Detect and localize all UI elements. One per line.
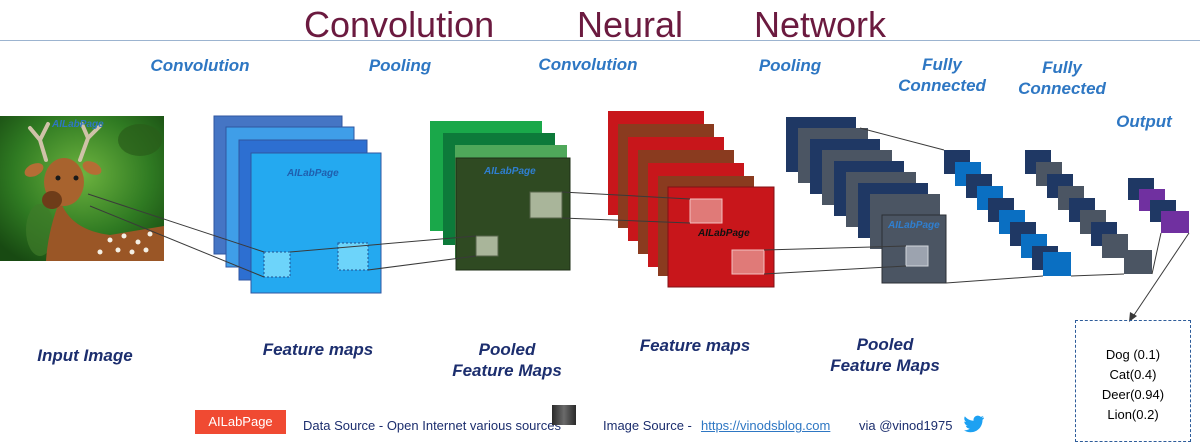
stage-label-convolution-2: Convolution [538, 55, 638, 74]
stage-label-convolution-1: Convolution [150, 56, 250, 75]
stage-label-output: Output [1116, 112, 1172, 131]
title-word-network: Network [754, 4, 887, 45]
label-feature-maps-1: Feature maps [262, 340, 374, 359]
label-pooled-1-line1: Pooled [478, 340, 536, 359]
output-layer [1128, 178, 1189, 233]
output-item-deer: Deer(0.94) [1101, 387, 1165, 402]
label-pooled-2-line2: Feature Maps [830, 356, 940, 375]
feature-maps-1 [213, 115, 382, 294]
stage-label-fc1-line2: Connected [898, 76, 986, 95]
watermark-feature-maps-1: AILabPage [287, 168, 339, 179]
watermark-pooled-1: AILabPage [484, 166, 536, 177]
footer-via: via @vinod1975 [859, 418, 953, 433]
watermark-pooled-2: AILabPage [888, 220, 940, 231]
label-pooled-feature-maps-2: Pooled Feature Maps [815, 334, 955, 376]
stage-label-fc2-line2: Connected [1018, 79, 1106, 98]
title-word-convolution: Convolution [304, 4, 495, 45]
feature-maps-2 [608, 111, 775, 288]
connection-lines [87, 127, 1190, 319]
title-word-neural: Neural [577, 4, 684, 45]
fully-connected-layer-2 [1025, 150, 1152, 274]
footer-image-source: Image Source - [603, 418, 692, 433]
footer-source-link[interactable]: https://vinodsblog.com [701, 418, 831, 433]
stage-label-fc2-line1: Fully [1042, 58, 1082, 77]
stage-label-fc1-line1: Fully [922, 55, 962, 74]
watermark-input-image: AILabPage [52, 119, 104, 130]
label-pooled-feature-maps-1: Pooled Feature Maps [437, 339, 577, 381]
stage-label-fully-connected-2: Fully Connected [1000, 57, 1124, 99]
twitter-bird-icon[interactable] [963, 415, 985, 433]
label-pooled-2-line1: Pooled [856, 335, 914, 354]
input-image [0, 116, 164, 261]
output-item-lion: Lion(0.2) [1107, 407, 1159, 422]
label-input-image: Input Image [37, 346, 133, 365]
source-thumbnail [552, 405, 576, 425]
footer-data-source: Data Source - Open Internet various sour… [303, 418, 561, 433]
arrow-head [1129, 312, 1137, 322]
stage-label-pooling-2: Pooling [758, 56, 822, 75]
output-item-dog: Dog (0.1) [1105, 347, 1161, 362]
output-item-cat: Cat(0.4) [1109, 367, 1157, 382]
pooled-feature-maps-2 [786, 117, 947, 284]
fully-connected-layer-1 [944, 150, 1071, 276]
title-underline [0, 40, 1200, 41]
pooled-feature-maps-1 [430, 121, 571, 271]
stage-label-fully-connected-1: Fully Connected [880, 54, 1004, 96]
stage-label-pooling-1: Pooling [368, 56, 432, 75]
output-probabilities-list: Dog (0.1) Cat(0.4) Deer(0.94) Lion(0.2) [1076, 321, 1190, 425]
brand-badge: AILabPage [195, 410, 286, 434]
label-pooled-1-line2: Feature Maps [452, 361, 562, 380]
output-probabilities-box: Dog (0.1) Cat(0.4) Deer(0.94) Lion(0.2) [1075, 320, 1191, 442]
watermark-feature-maps-2: AILabPage [698, 228, 750, 239]
label-feature-maps-2: Feature maps [639, 336, 751, 355]
